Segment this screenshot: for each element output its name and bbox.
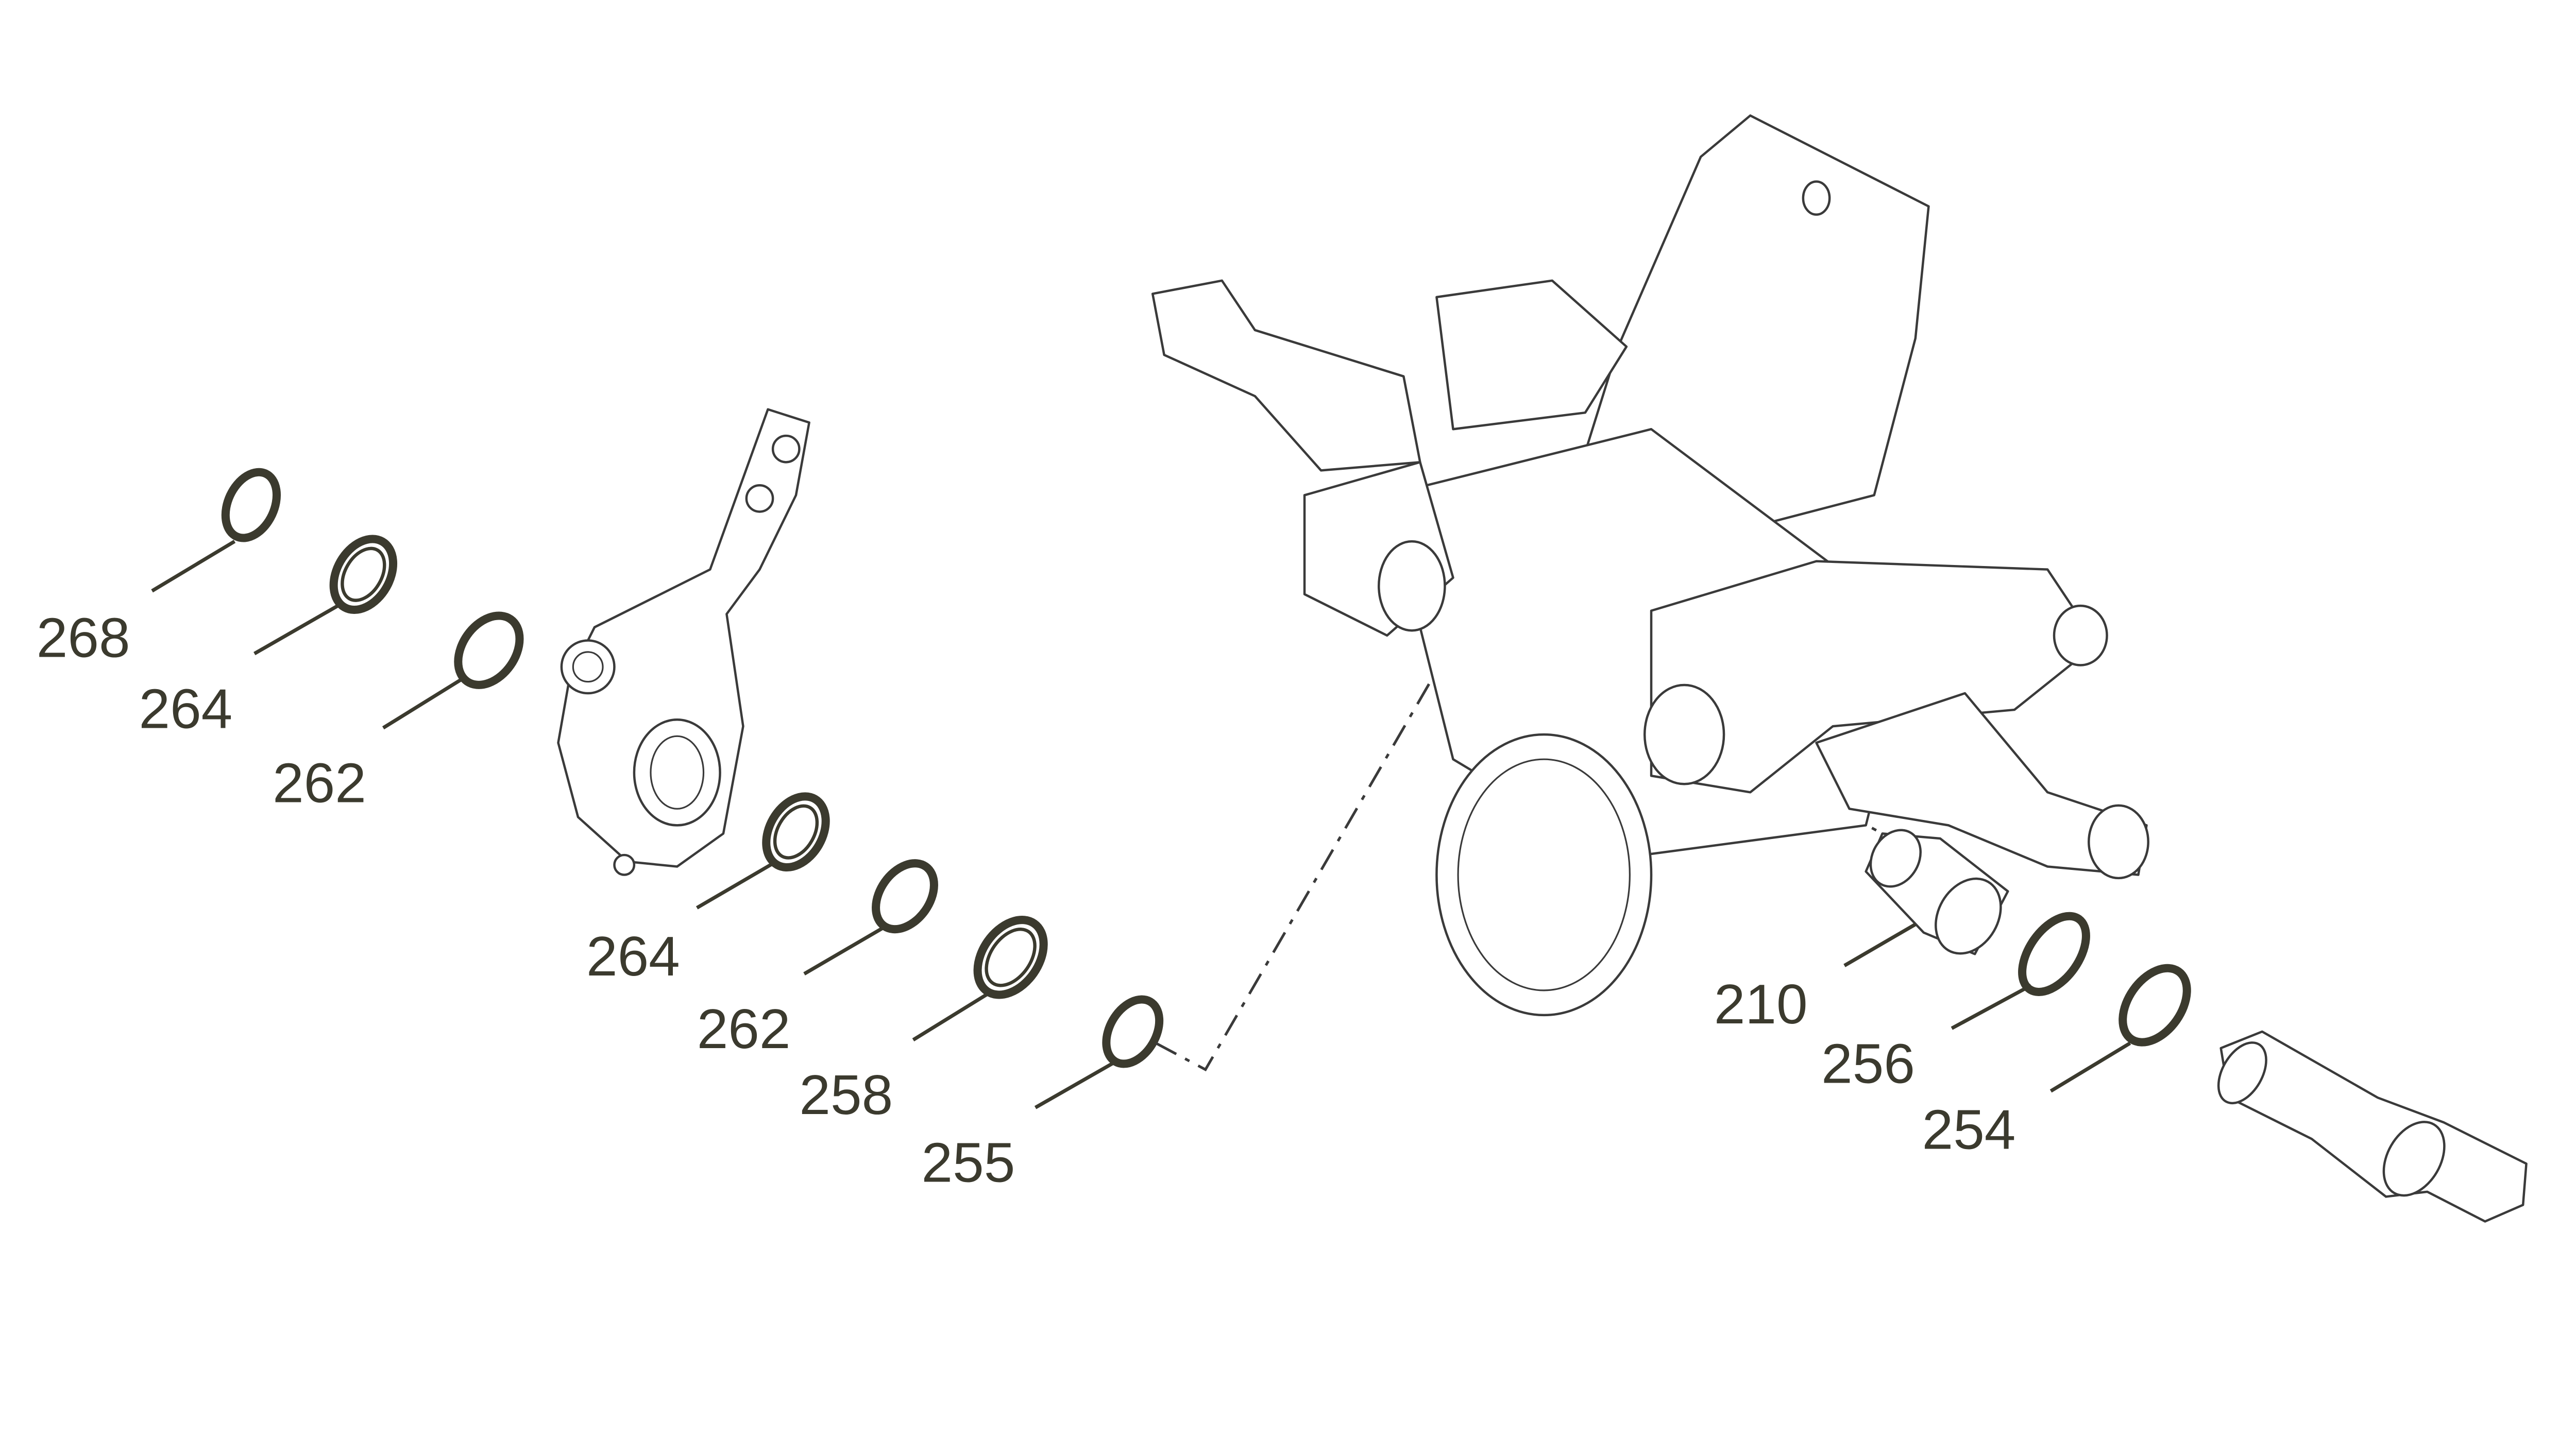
ring-264-lower — [696, 792, 830, 910]
ring-254 — [2049, 964, 2191, 1093]
slack-adjuster — [557, 408, 810, 876]
ring-256 — [1951, 912, 2090, 1030]
callout-264-lower: 264 — [586, 925, 680, 988]
axle-housing-assembly — [1151, 114, 2149, 1017]
callout-262-upper: 262 — [273, 752, 366, 815]
ring-268 — [151, 468, 281, 593]
bushing-210 — [1843, 829, 2009, 967]
callout-255: 255 — [922, 1132, 1015, 1194]
ring-262-lower — [803, 859, 938, 975]
callout-268: 268 — [37, 606, 130, 669]
camshaft — [2217, 1030, 2528, 1223]
callout-264-upper: 264 — [139, 677, 232, 740]
callout-254: 254 — [1922, 1099, 2016, 1161]
ring-262-upper — [382, 611, 524, 730]
callout-210: 210 — [1714, 973, 1808, 1036]
callout-262-lower: 262 — [697, 998, 791, 1060]
ring-258 — [912, 916, 1048, 1042]
exploded-parts-diagram: 268 264 262 264 262 258 255 210 256 254 — [37, 114, 2528, 1223]
callout-258: 258 — [799, 1064, 893, 1126]
ring-264-upper — [253, 535, 398, 656]
ring-255 — [1034, 995, 1164, 1109]
callout-256: 256 — [1821, 1032, 1915, 1095]
